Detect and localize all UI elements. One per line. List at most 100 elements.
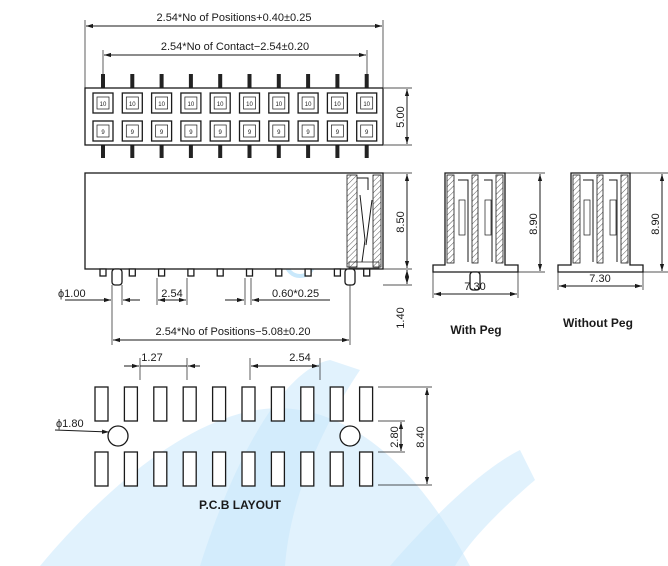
contact-cell bbox=[92, 120, 114, 142]
end-view-without-peg: 8.90 7.30 Without Peg bbox=[557, 172, 668, 330]
pcb-pad bbox=[94, 386, 109, 422]
pin-bottom bbox=[218, 145, 223, 158]
pin-tail bbox=[245, 268, 254, 277]
end-view-with-peg-height: 8.90 bbox=[528, 213, 540, 234]
contact-cavity bbox=[331, 124, 344, 138]
body-height-dim: 8.50 bbox=[395, 211, 407, 232]
end-view-without-peg-caption: Without Peg bbox=[563, 316, 633, 330]
pin-tail bbox=[275, 268, 283, 277]
contact-cell bbox=[297, 120, 319, 142]
pcb-pad bbox=[270, 451, 286, 487]
overall-length-dim: 2.54*No of Positions+0.40±0.25 bbox=[157, 12, 312, 24]
pin-tail bbox=[128, 268, 136, 277]
contact-cell bbox=[209, 120, 231, 142]
contact-cell bbox=[326, 120, 349, 142]
pcb-pad bbox=[211, 451, 227, 487]
contact-cavity bbox=[155, 96, 168, 110]
contact-cell bbox=[238, 120, 261, 142]
contact-cavity bbox=[301, 96, 315, 110]
pcb-pad bbox=[329, 386, 344, 422]
top-view: 2.54*No of Positions+0.40±0.25 2.54*No o… bbox=[84, 12, 412, 158]
pin-tail bbox=[216, 268, 224, 277]
pin-top bbox=[130, 74, 135, 88]
peg-diameter-dim: ϕ1.00 bbox=[58, 288, 86, 300]
side-pitch-dim: 2.54 bbox=[161, 288, 182, 300]
overall-span-dim: 8.40 bbox=[415, 426, 427, 447]
pcb-pad bbox=[358, 451, 374, 487]
pcb-layout: 1.27 2.54 ϕ1.80 2.80 8.40 P.C.B LAYOUT bbox=[54, 352, 432, 512]
peg-hole-left bbox=[107, 425, 129, 447]
pin-top bbox=[218, 74, 223, 88]
contact-cavity bbox=[213, 124, 227, 138]
pin-bottom bbox=[159, 145, 164, 158]
pcb-pad bbox=[211, 386, 227, 422]
contact-cell bbox=[238, 92, 261, 114]
pcb-pad bbox=[182, 386, 197, 422]
contact-cavity bbox=[184, 96, 198, 110]
contact-cavity bbox=[331, 96, 344, 110]
contact-cavity bbox=[243, 96, 256, 110]
pcb-pad bbox=[241, 386, 256, 422]
contact-cell bbox=[209, 92, 231, 114]
pin-bottom bbox=[188, 145, 193, 158]
pin-number-label: 9 bbox=[277, 130, 281, 136]
pin-top bbox=[364, 74, 369, 88]
pcb-pad bbox=[153, 451, 168, 487]
contact-cavity bbox=[96, 124, 110, 138]
pin-bottom bbox=[247, 145, 252, 158]
pcb-pad bbox=[270, 386, 286, 422]
pin-tail bbox=[99, 268, 107, 277]
contact-cavity bbox=[360, 124, 374, 138]
pcb-pad bbox=[182, 451, 197, 487]
contact-cell bbox=[268, 120, 290, 142]
side-view: 8.50 1.40 ϕ1.00 2.54 0.60*0.25 2.54*No o… bbox=[58, 172, 412, 345]
pin-number-label: 10 bbox=[217, 102, 224, 108]
pin-tail bbox=[363, 268, 371, 277]
pin-number-label: 10 bbox=[158, 102, 165, 108]
pin-number-label: 10 bbox=[363, 102, 370, 108]
pin-number-label: 9 bbox=[365, 130, 369, 136]
contact-cell bbox=[356, 120, 378, 142]
tail-length-dim: 1.40 bbox=[395, 307, 407, 328]
pcb-pad bbox=[123, 386, 139, 422]
contact-cavity bbox=[155, 124, 168, 138]
end-view-with-peg-caption: With Peg bbox=[450, 323, 501, 337]
pcb-pad bbox=[329, 451, 344, 487]
pin-bottom bbox=[101, 145, 105, 158]
pin-number-label: 10 bbox=[275, 102, 282, 108]
pin-number-label: 10 bbox=[246, 102, 253, 108]
pad-pitch-dim: 1.27 bbox=[141, 352, 162, 364]
pin-number-label: 9 bbox=[160, 130, 164, 136]
end-view-with-peg-width: 7.30 bbox=[464, 281, 485, 293]
pin-number-label: 10 bbox=[129, 102, 136, 108]
pin-top bbox=[276, 74, 281, 88]
pcb-pad bbox=[94, 451, 109, 487]
contact-cavity bbox=[125, 96, 139, 110]
end-view-with-peg: 8.90 7.30 With Peg bbox=[432, 172, 545, 337]
pin-top bbox=[188, 74, 193, 88]
pin-tail bbox=[157, 268, 166, 277]
pin-top bbox=[306, 74, 311, 88]
pin-number-label: 9 bbox=[219, 130, 223, 136]
contact-cell bbox=[121, 120, 143, 142]
contact-span-dim: 2.54*No of Contact−2.54±0.20 bbox=[161, 41, 309, 53]
contact-cavity bbox=[125, 124, 139, 138]
peg-span-dim: 2.54*No of Positions−5.08±0.20 bbox=[156, 326, 311, 338]
contact-cavity bbox=[360, 96, 374, 110]
row-spacing-dim: 2.80 bbox=[389, 426, 401, 447]
pin-number-label: 9 bbox=[101, 130, 105, 136]
height-dim: 5.00 bbox=[395, 106, 407, 127]
header-body-side bbox=[84, 172, 384, 270]
contact-cavity bbox=[96, 96, 110, 110]
pin-number-label: 9 bbox=[248, 130, 252, 136]
contact-cell bbox=[180, 92, 202, 114]
pin-size-dim: 0.60*0.25 bbox=[272, 288, 319, 300]
end-view-without-peg-height: 8.90 bbox=[650, 213, 662, 234]
pcb-pad bbox=[123, 451, 139, 487]
contact-cavity bbox=[272, 96, 286, 110]
pin-tail bbox=[187, 268, 195, 277]
pcb-pad bbox=[300, 451, 315, 487]
pcb-layout-caption: P.C.B LAYOUT bbox=[199, 498, 282, 512]
contact-cell bbox=[356, 92, 378, 114]
contact-cavity bbox=[184, 124, 198, 138]
